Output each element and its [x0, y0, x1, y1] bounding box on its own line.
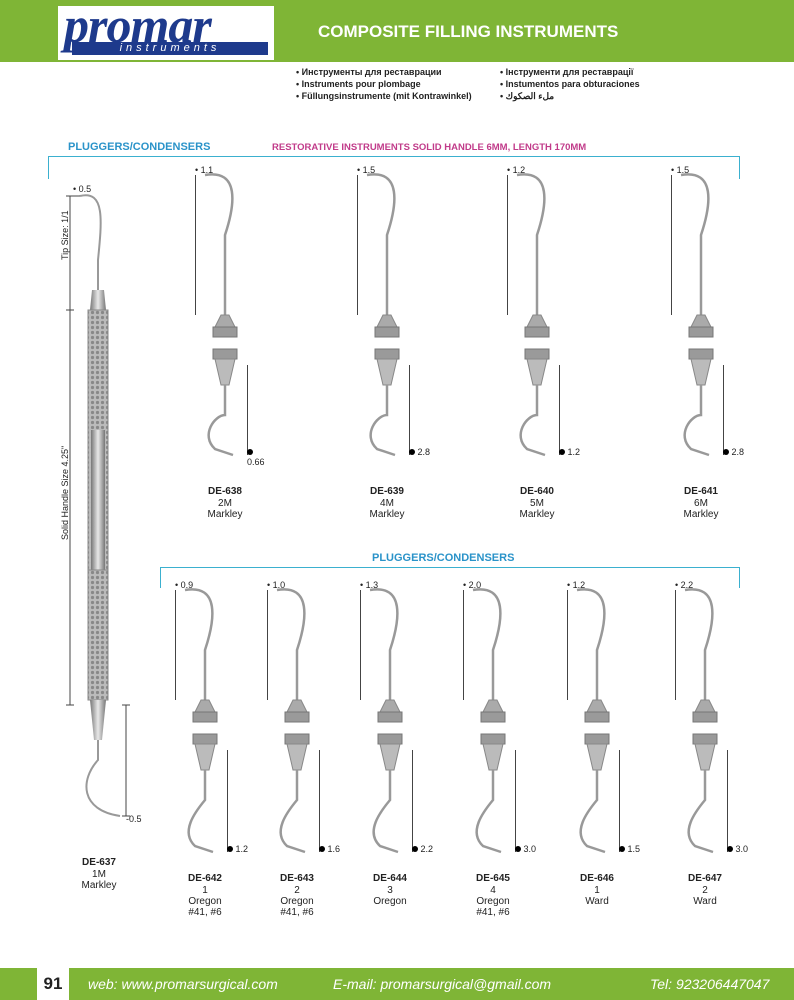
instrument-size: 2: [294, 885, 300, 896]
page-number: 91: [37, 968, 69, 1000]
tip-bottom-measure: 2.8: [723, 447, 744, 457]
tip-top-measure: • 1.3: [360, 580, 379, 590]
tip-top-measure: • 1.5: [671, 165, 690, 175]
instrument-name: Ward: [585, 896, 609, 907]
languages-left: Инструменты для реставрации Instruments …: [296, 66, 472, 102]
instrument-name: Oregon: [373, 896, 407, 907]
instrument-extra: #41, #6: [188, 907, 222, 918]
instrument-size: 6M: [694, 498, 708, 509]
instrument-de-637: [66, 194, 130, 817]
languages-right: Інструменти для реставрації Instumentos …: [500, 66, 640, 102]
instrument-de-645: • 2.0 3.0: [448, 580, 538, 870]
instrument-extra: #41, #6: [476, 907, 510, 918]
instrument-size: 3: [387, 885, 393, 896]
tip-bottom-measure: 0.66: [247, 447, 270, 467]
page-title: COMPOSITE FILLING INSTRUMENTS: [318, 22, 619, 41]
tip-bottom-measure: 2.2: [412, 844, 433, 854]
instrument-de-638: • 1.1 0.66: [180, 165, 270, 475]
instrument-extra: #41, #6: [280, 907, 314, 918]
instrument-de-646: • 1.2 1.5: [552, 580, 642, 870]
instrument-code: DE-642: [188, 873, 222, 884]
instrument-code: DE-641: [684, 486, 718, 497]
tip-bottom-measure: 3.0: [727, 844, 748, 854]
section1-label: PLUGGERS/CONDENSERS: [68, 141, 211, 153]
instrument-size: 4: [490, 885, 496, 896]
tip-top-measure: • 1.2: [507, 165, 526, 175]
instrument-code: DE-647: [688, 873, 722, 884]
tip-bottom-measure: 1.2: [559, 447, 580, 457]
tip-bottom-measure: 2.8: [409, 447, 430, 457]
instrument-code: DE-640: [520, 486, 554, 497]
instrument-code: DE-639: [370, 486, 404, 497]
footer-tel: Tel: 923206447047: [650, 976, 770, 992]
instrument-code: DE-644: [373, 873, 407, 884]
instrument-name: Markley: [207, 509, 243, 520]
instrument-size: 2: [702, 885, 708, 896]
instrument-code: DE-646: [580, 873, 614, 884]
section1-subtitle: RESTORATIVE INSTRUMENTS SOLID HANDLE 6MM…: [272, 142, 587, 153]
instrument-name: Oregon: [280, 896, 314, 907]
instrument-de-642: • 0.9 1.2: [160, 580, 250, 870]
instrument-name: Markley: [683, 509, 719, 520]
instrument-code: DE-638: [208, 486, 242, 497]
logo-subtitle: instruments: [72, 42, 268, 55]
instrument-size: 1: [594, 885, 600, 896]
logo-word: promar: [64, 0, 212, 53]
tip-top-measure: • 0.9: [175, 580, 194, 590]
de-637-name: Markley: [81, 880, 117, 891]
instrument-size: 5M: [530, 498, 544, 509]
tip-bottom-measure: 3.0: [515, 844, 536, 854]
tip-top-measure: • 1.5: [357, 165, 376, 175]
instrument-code: DE-643: [280, 873, 314, 884]
instrument-de-641: • 1.5 2.8: [656, 165, 746, 475]
instrument-code: DE-645: [476, 873, 510, 884]
section2-bracket: [160, 567, 740, 588]
instrument-de-640: • 1.2 1.2: [492, 165, 582, 475]
footer-bar: [0, 968, 794, 1000]
tip-top-measure: • 2.2: [675, 580, 694, 590]
tip-top-measure: • 2.0: [463, 580, 482, 590]
tip-top-measure: • 1.2: [567, 580, 586, 590]
instrument-de-639: • 1.5 2.8: [342, 165, 432, 475]
instrument-size: 2M: [218, 498, 232, 509]
footer-web[interactable]: web: www.promarsurgical.com: [88, 976, 278, 992]
de-637-size: 1M: [92, 869, 106, 880]
tip-bottom-measure: 1.6: [319, 844, 340, 854]
tip-top-measure: • 1.1: [195, 165, 214, 175]
instrument-size: 1: [202, 885, 208, 896]
instrument-name: Markley: [519, 509, 555, 520]
section1-bracket: [48, 156, 740, 179]
instrument-de-643: • 1.0 1.6: [252, 580, 342, 870]
section2-label: PLUGGERS/CONDENSERS: [372, 552, 515, 564]
de-637-tip-top: • 0.5: [73, 184, 92, 194]
instrument-name: Ward: [693, 896, 717, 907]
instrument-name: Oregon: [188, 896, 222, 907]
instrument-name: Oregon: [476, 896, 510, 907]
de-637-code: DE-637: [82, 857, 116, 868]
tip-bottom-measure: 1.5: [619, 844, 640, 854]
de-637-tip-bottom: -0.5: [126, 814, 142, 824]
instrument-de-647: • 2.2 3.0: [660, 580, 750, 870]
instrument-size: 4M: [380, 498, 394, 509]
tip-bottom-measure: 1.2: [227, 844, 248, 854]
instrument-name: Markley: [369, 509, 405, 520]
footer-email[interactable]: E-mail: promarsurgical@gmail.com: [333, 976, 552, 992]
instrument-de-644: • 1.3 2.2: [345, 580, 435, 870]
tip-size-label: Tip Size: 1/1: [60, 210, 70, 260]
handle-size-label: Solid Handle Size 4.25": [60, 445, 70, 540]
tip-top-measure: • 1.0: [267, 580, 286, 590]
